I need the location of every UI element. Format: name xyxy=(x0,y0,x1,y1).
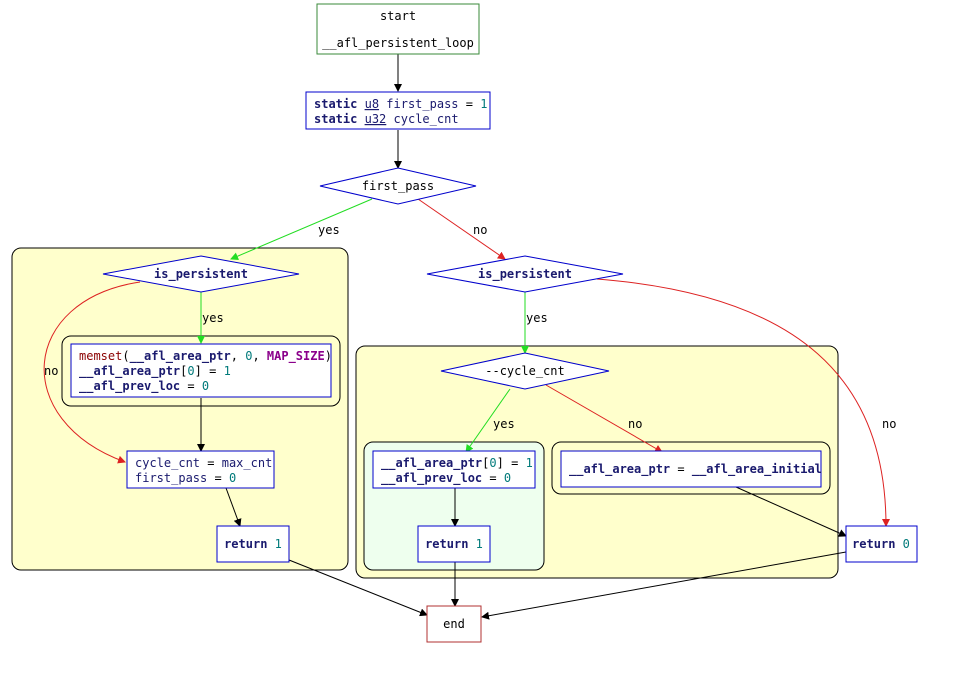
edge-cyc-no xyxy=(545,384,663,453)
cycle-cnt-decision-label: --cycle_cnt xyxy=(485,364,564,378)
reset-prev-loc-line: __afl_prev_loc = 0 xyxy=(381,471,511,486)
edge-label-ipr-yes: yes xyxy=(526,311,548,325)
edge-return-end-left xyxy=(288,559,428,617)
start-title: start xyxy=(380,9,416,23)
is-persistent-right-label: is_persistent xyxy=(478,267,572,282)
reset-area-ptr-line: __afl_area_ptr[0] = 1 xyxy=(381,456,533,471)
return-1-mid-node[interactable]: return 1 xyxy=(417,525,491,563)
edge-assign-return xyxy=(225,487,242,527)
edge-cyc-yes xyxy=(465,388,511,453)
edge-label-ipl-yes: yes xyxy=(202,311,224,325)
cycle-cnt-decision[interactable]: --cycle_cnt xyxy=(440,352,610,390)
cluster-left xyxy=(11,247,349,571)
start-node[interactable]: start __afl_persistent_loop xyxy=(316,3,480,55)
return-0-node[interactable]: return 0 xyxy=(845,525,918,563)
edge-label-cyc-yes: yes xyxy=(493,417,515,431)
end-node[interactable]: end xyxy=(426,605,482,643)
static-first-pass-line: static u8 first_pass = 1 xyxy=(314,97,487,111)
restore-area-ptr-line: __afl_area_ptr = __afl_area_initial xyxy=(569,462,822,477)
edge-restore-return0 xyxy=(735,486,847,537)
return-0-label: return 0 xyxy=(852,537,910,551)
return-1-left-node[interactable]: return 1 xyxy=(216,525,290,563)
first-pass-assign-line: first_pass = 0 xyxy=(135,471,236,485)
edge-ipr-no xyxy=(596,278,890,527)
static-vars-node[interactable]: static u8 first_pass = 1 static u32 cycl… xyxy=(305,91,491,130)
assign-cycle-node[interactable]: cycle_cnt = max_cnt first_pass = 0 xyxy=(126,450,275,489)
return-1-mid-label: return 1 xyxy=(425,537,483,551)
edge-fp-yes xyxy=(230,198,373,260)
reset-area-ptr-node[interactable]: __afl_area_ptr[0] = 1 __afl_prev_loc = 0 xyxy=(372,450,536,489)
is-persistent-left-decision[interactable]: is_persistent xyxy=(102,255,300,293)
prev-loc-assign-line: __afl_prev_loc = 0 xyxy=(79,379,209,394)
start-function-name: __afl_persistent_loop xyxy=(322,36,474,50)
restore-area-ptr-node[interactable]: __afl_area_ptr = __afl_area_initial xyxy=(560,450,822,488)
edge-label-ipl-no: no xyxy=(44,364,58,378)
memset-line: memset(__afl_area_ptr, 0, MAP_SIZE) xyxy=(79,349,332,364)
edge-label-cyc-no: no xyxy=(628,417,642,431)
edge-ipl-no xyxy=(43,281,141,464)
end-label: end xyxy=(443,617,465,631)
cycle-cnt-assign-line: cycle_cnt = max_cnt xyxy=(135,456,272,470)
first-pass-decision-label: first_pass xyxy=(362,179,434,193)
is-persistent-right-decision[interactable]: is_persistent xyxy=(426,255,624,293)
area-ptr-assign-line: __afl_area_ptr[0] = 1 xyxy=(79,364,231,379)
edge-fp-no xyxy=(417,198,506,260)
edge-return0-end xyxy=(481,551,847,620)
edge-label-fp-yes: yes xyxy=(318,223,340,237)
memset-node[interactable]: memset(__afl_area_ptr, 0, MAP_SIZE) __af… xyxy=(70,343,332,398)
is-persistent-left-label: is_persistent xyxy=(154,267,248,282)
first-pass-decision[interactable]: first_pass xyxy=(319,167,477,205)
static-cycle-cnt-line: static u32 cycle_cnt xyxy=(314,112,459,126)
edge-label-fp-no: no xyxy=(473,223,487,237)
edge-label-ipr-no: no xyxy=(882,417,896,431)
return-1-left-label: return 1 xyxy=(224,537,282,551)
